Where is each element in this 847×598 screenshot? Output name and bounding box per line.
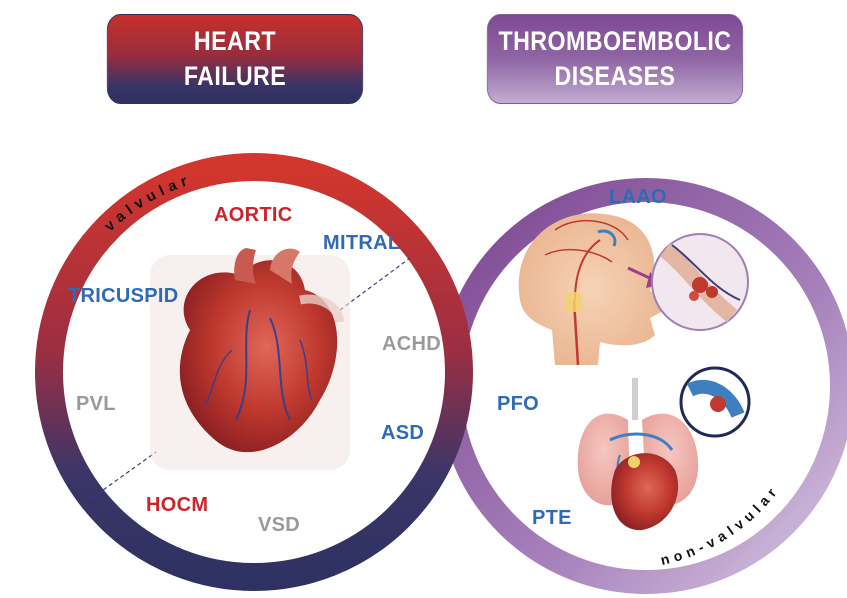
pfo-label: PFO [497, 393, 539, 416]
pvl-label: PVL [76, 393, 116, 416]
asd-label: ASD [381, 422, 424, 445]
heart-failure-header: HEART FAILURE [107, 14, 363, 104]
vsd-label: VSD [258, 514, 300, 537]
laao-label: LAAO [609, 186, 667, 209]
heart-failure-title-line2: FAILURE [184, 59, 286, 94]
aortic-label: AORTIC [214, 204, 292, 227]
hocm-label: HOCM [146, 494, 208, 517]
pte-label: PTE [532, 507, 572, 530]
valvular-label: valvular [101, 171, 194, 235]
tricuspid-label: TRICUSPID [68, 285, 178, 308]
thromboembolic-header: THROMBOEMBOLIC DISEASES [487, 14, 743, 104]
thromboembolic-title-line2: DISEASES [498, 59, 731, 94]
mitral-label: MITRAL [323, 232, 400, 255]
achd-label: ACHD [382, 333, 441, 356]
heart-failure-title-line1: HEART [184, 24, 286, 59]
non-valvular-label: non-valvular [659, 481, 782, 568]
thromboembolic-title-line1: THROMBOEMBOLIC [498, 24, 731, 59]
